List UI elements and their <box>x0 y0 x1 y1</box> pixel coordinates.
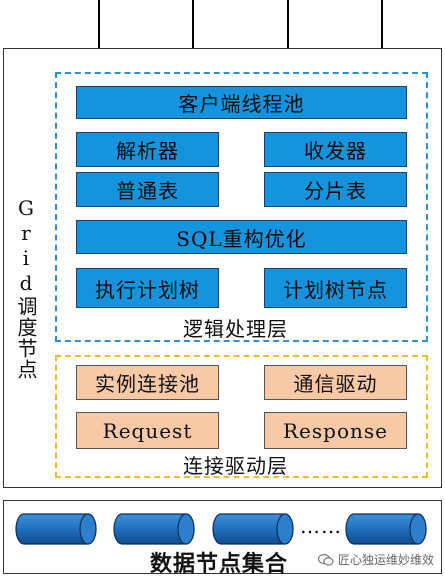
parser-block: 解析器 <box>76 132 219 167</box>
data-node-cylinder-4 <box>345 513 427 545</box>
instance-pool-block: 实例连接池 <box>76 365 219 400</box>
normal-table-block: 普通表 <box>76 172 219 207</box>
shard-table-block: 分片表 <box>264 172 407 207</box>
data-node-cylinder-3 <box>212 513 294 545</box>
response-block: Response <box>264 412 407 449</box>
data-node-set-label: 数据节点集合 <box>150 551 289 577</box>
logic-layer-label: 逻辑处理层 <box>183 317 288 341</box>
data-node-cylinder-2 <box>113 513 195 545</box>
comm-driver-block: 通信驱动 <box>264 365 407 400</box>
request-block: Request <box>76 412 219 449</box>
connection-layer-group <box>55 355 428 478</box>
sql-optimizer-block: SQL重构优化 <box>76 220 407 254</box>
data-node-ellipsis: …… <box>300 514 342 538</box>
logic-layer-group <box>55 72 428 342</box>
data-node-cylinder-1 <box>15 513 97 545</box>
data-nodes-graphic <box>15 513 427 545</box>
wechat-icon <box>318 553 334 566</box>
client-thread-pool-block: 客户端线程池 <box>76 86 407 119</box>
grid-scheduler-label: Grid调度节点 <box>14 196 38 380</box>
transceiver-block: 收发器 <box>264 132 407 167</box>
watermark-text: 匠心独运维妙维效 <box>338 553 435 567</box>
exec-plan-tree-block: 执行计划树 <box>76 268 219 308</box>
connection-layer-label: 连接驱动层 <box>183 454 288 478</box>
watermark: 匠心独运维妙维效 <box>318 551 434 568</box>
plan-tree-node-block: 计划树节点 <box>264 268 407 308</box>
